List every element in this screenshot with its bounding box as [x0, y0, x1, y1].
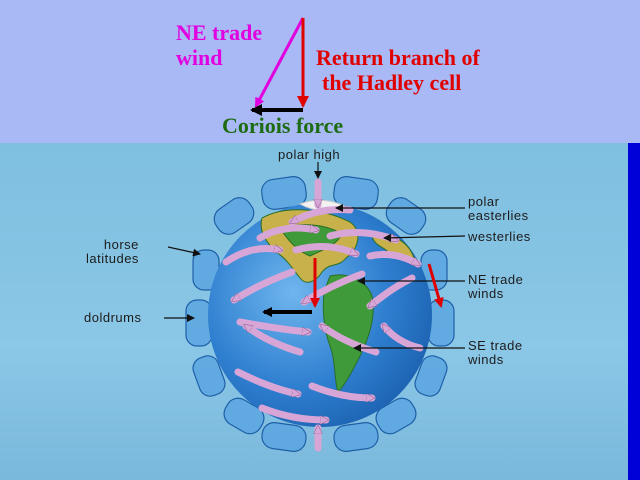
- hadley-return-label: Return branch of the Hadley cell: [316, 45, 480, 95]
- label-westerlies: westerlies: [468, 229, 531, 244]
- label-horse-line-2: latitudes: [86, 251, 139, 266]
- label-horse-latitudes: horse latitudes: [86, 238, 139, 266]
- globe-ne-trade-red-arrow: [427, 263, 444, 308]
- label-ne-trade-line-2: winds: [468, 286, 504, 301]
- label-polar-easterlies-line-1: polar: [468, 194, 500, 209]
- ne-trade-wind-label: NE trade wind: [176, 20, 262, 70]
- wind-arrows: [222, 178, 424, 452]
- hadley-label-line-2: the Hadley cell: [322, 70, 462, 95]
- ne-trade-wind-arrow: [254, 17, 305, 108]
- label-polar-easterlies: polar easterlies: [468, 195, 529, 223]
- circulation-cells: [185, 176, 455, 452]
- ne-trade-wind-line-2: wind: [176, 45, 223, 70]
- top-panel: [0, 0, 640, 143]
- label-ne-trade-line-1: NE trade: [468, 272, 524, 287]
- hadley-label-line-1: Return branch of: [316, 45, 480, 70]
- label-horse-line-1: horse: [103, 237, 139, 252]
- label-ne-trade-winds: NE trade winds: [468, 273, 523, 301]
- label-doldrums: doldrums: [84, 310, 142, 325]
- globe-ocean: [208, 203, 432, 427]
- label-se-trade-line-1: SE trade: [468, 338, 523, 353]
- label-polar-easterlies-line-2: easterlies: [468, 208, 529, 223]
- force-vector-diagram: [250, 17, 309, 116]
- label-leader-arrows: [164, 162, 466, 352]
- label-se-trade-winds: SE trade winds: [468, 339, 523, 367]
- label-se-trade-line-2: winds: [468, 352, 504, 367]
- ne-trade-wind-line-1: NE trade: [176, 20, 263, 45]
- coriolis-force-label: Coriois force: [222, 113, 344, 138]
- label-polar-high: polar high: [278, 147, 341, 162]
